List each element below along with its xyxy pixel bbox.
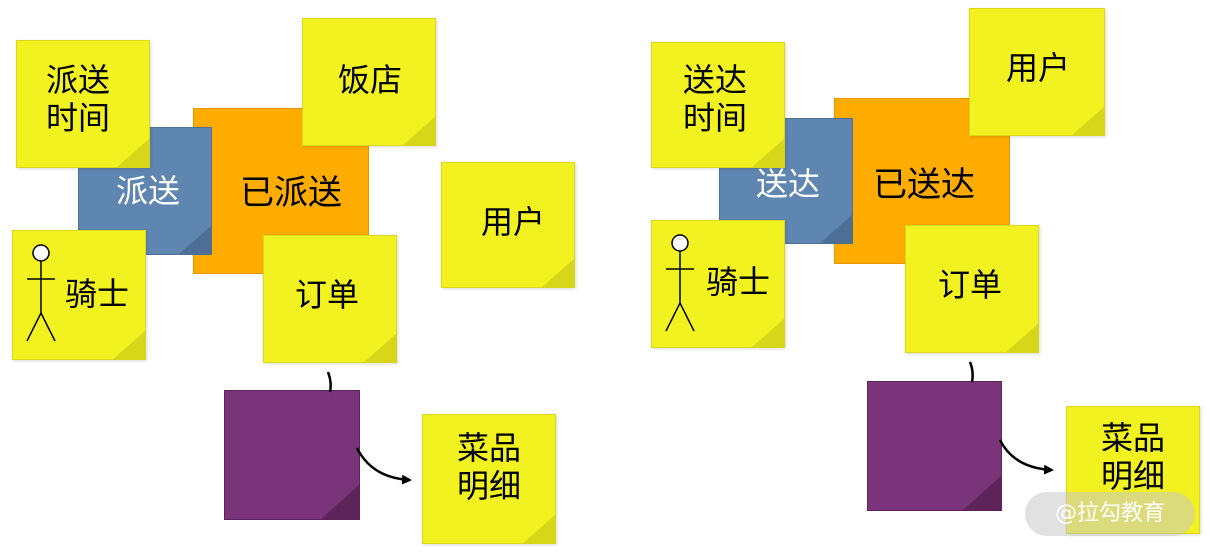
command-arrive-label: 送达 bbox=[755, 165, 820, 203]
note-curl bbox=[116, 138, 150, 168]
note-curl bbox=[751, 318, 785, 348]
restaurant-note: 饭店 bbox=[302, 18, 436, 146]
dish-detail-label: 菜品 明细 bbox=[1100, 419, 1165, 496]
person-icon bbox=[665, 234, 695, 332]
dish-detail-note: 菜品 明细 bbox=[422, 414, 556, 544]
delivery-time-note: 派送 时间 bbox=[16, 40, 150, 168]
note-curl bbox=[363, 333, 397, 363]
note-curl bbox=[1005, 323, 1039, 353]
rider-label: 骑士 bbox=[64, 275, 129, 313]
aggregate-note bbox=[224, 390, 360, 520]
aggregate-to-dish-arrow bbox=[998, 439, 1054, 475]
rider-note: 骑士 bbox=[651, 220, 785, 348]
user-label: 用户 bbox=[1005, 49, 1070, 87]
note-curl bbox=[402, 116, 436, 146]
delivery-time-label: 派送 时间 bbox=[45, 61, 110, 138]
user-note: 用户 bbox=[441, 162, 575, 288]
command-deliver-label: 派送 bbox=[115, 172, 180, 210]
order-label: 订单 bbox=[937, 266, 1002, 304]
rider-note: 骑士 bbox=[12, 230, 146, 360]
dish-detail-label: 菜品 明细 bbox=[456, 429, 521, 506]
note-curl bbox=[751, 138, 785, 168]
arrival-time-note: 送达 时间 bbox=[651, 42, 785, 168]
order-note: 订单 bbox=[263, 235, 397, 363]
event-arrived-label: 已送达 bbox=[873, 165, 975, 205]
order-to-aggregate-line bbox=[968, 361, 974, 383]
watermark: @拉勾教育 bbox=[1025, 492, 1195, 536]
restaurant-label: 饭店 bbox=[337, 61, 402, 99]
event-delivered-label: 已派送 bbox=[240, 173, 342, 213]
order-to-aggregate-line bbox=[326, 371, 332, 393]
order-note: 订单 bbox=[905, 225, 1039, 353]
order-label: 订单 bbox=[294, 276, 359, 314]
note-curl bbox=[1071, 106, 1105, 136]
aggregate-to-dish-arrow bbox=[355, 447, 412, 485]
user-note: 用户 bbox=[969, 8, 1105, 136]
note-curl bbox=[320, 484, 360, 520]
rider-label: 骑士 bbox=[705, 263, 770, 301]
aggregate-note bbox=[867, 381, 1002, 511]
note-curl bbox=[541, 258, 575, 288]
note-curl bbox=[178, 225, 212, 255]
user-label: 用户 bbox=[480, 203, 545, 241]
arrival-time-label: 送达 时间 bbox=[682, 61, 747, 138]
note-curl bbox=[962, 475, 1002, 511]
note-curl bbox=[819, 214, 853, 244]
person-icon bbox=[26, 244, 56, 342]
note-curl bbox=[522, 514, 556, 544]
note-curl bbox=[112, 330, 146, 360]
